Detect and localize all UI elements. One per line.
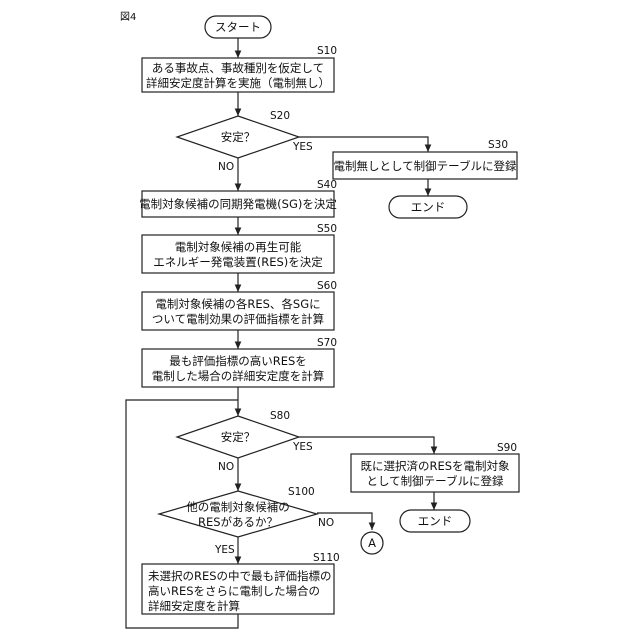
s40-line-1: 電制対象候補の同期発電機(SG)を決定	[139, 197, 337, 211]
step-s50: S50 電制対象候補の再生可能 エネルギー発電装置(RES)を決定	[142, 223, 337, 273]
s80-question: 安定？	[221, 430, 256, 444]
end2-label: エンド	[418, 514, 453, 528]
line-s80-yes-s90	[299, 437, 434, 454]
s90-line-2: として制御テーブルに登録	[367, 474, 504, 488]
s80-yes-label: YES	[292, 441, 313, 453]
s90-line-1: 既に選択済のRESを電制対象	[360, 459, 509, 473]
step-label-s70: S70	[317, 337, 337, 349]
s10-line-1: ある事故点、事故種別を仮定して	[152, 61, 324, 75]
step-s70: S70 最も評価指標の高いRESを 電制した場合の詳細安定度を計算	[142, 337, 337, 387]
s110-line-2: 高いRESをさらに電制した場合の	[148, 584, 320, 598]
decision-s20: S20 安定？ YES NO	[177, 110, 313, 173]
decision-s80: S80 安定？ YES NO	[177, 410, 313, 473]
end1-label: エンド	[411, 200, 446, 214]
step-label-s50: S50	[317, 223, 337, 235]
s110-line-1: 未選択のRESの中で最も評価指標の	[148, 569, 332, 583]
step-s60: S60 電制対象候補の各RES、各SGに ついて電制効果の評価指標を計算	[142, 280, 337, 330]
step-s110: S110 未選択のRESの中で最も評価指標の 高いRESをさらに電制した場合の …	[142, 552, 340, 614]
step-label-s110: S110	[313, 552, 340, 564]
start-label: スタート	[215, 20, 261, 34]
step-label-s20: S20	[270, 110, 290, 122]
s110-line-3: 詳細安定度を計算	[148, 599, 240, 613]
s20-yes-label: YES	[292, 141, 313, 153]
end-terminal-2: エンド	[400, 510, 470, 532]
start-terminal: スタート	[205, 16, 271, 38]
s60-line-1: 電制対象候補の各RES、各SGに	[155, 297, 320, 311]
s20-no-label: NO	[218, 161, 234, 173]
s100-line-1: 他の電制対象候補の	[186, 500, 290, 514]
s60-line-2: ついて電制効果の評価指標を計算	[152, 312, 324, 326]
step-s30: S30 電制無しとして制御テーブルに登録	[333, 139, 517, 179]
s100-no-label: NO	[318, 517, 334, 529]
step-label-s40: S40	[317, 179, 337, 191]
flow-lines	[126, 38, 434, 628]
s80-no-label: NO	[218, 461, 234, 473]
decision-s100: S100 他の電制対象候補の RESがあるか？ NO YES	[159, 486, 334, 556]
step-s90: S90 既に選択済のRESを電制対象 として制御テーブルに登録	[351, 442, 519, 492]
step-label-s30: S30	[488, 139, 508, 151]
s50-line-2: エネルギー発電装置(RES)を決定	[153, 255, 323, 269]
s10-line-2: 詳細安定度計算を実施（電制無し）	[146, 76, 330, 90]
step-s10: S10 ある事故点、事故種別を仮定して 詳細安定度計算を実施（電制無し）	[142, 45, 337, 92]
s30-line-1: 電制無しとして制御テーブルに登録	[334, 159, 517, 173]
line-s20-yes-s30	[299, 137, 428, 152]
s50-line-1: 電制対象候補の再生可能	[175, 240, 302, 254]
s100-line-2: RESがあるか？	[198, 515, 278, 529]
s20-question: 安定？	[221, 130, 256, 144]
step-label-s10: S10	[317, 45, 337, 57]
s70-line-2: 電制した場合の詳細安定度を計算	[152, 369, 325, 383]
s70-line-1: 最も評価指標の高いRESを	[169, 354, 307, 368]
end-terminal-1: エンド	[389, 196, 467, 218]
step-label-s80: S80	[270, 410, 290, 422]
step-label-s90: S90	[497, 442, 517, 454]
connector-a-label: A	[368, 536, 376, 550]
s100-yes-label: YES	[214, 544, 235, 556]
step-label-s100: S100	[288, 486, 315, 498]
connector-a: A	[361, 532, 383, 554]
step-label-s60: S60	[317, 280, 337, 292]
figure-label: 図4	[120, 11, 136, 23]
